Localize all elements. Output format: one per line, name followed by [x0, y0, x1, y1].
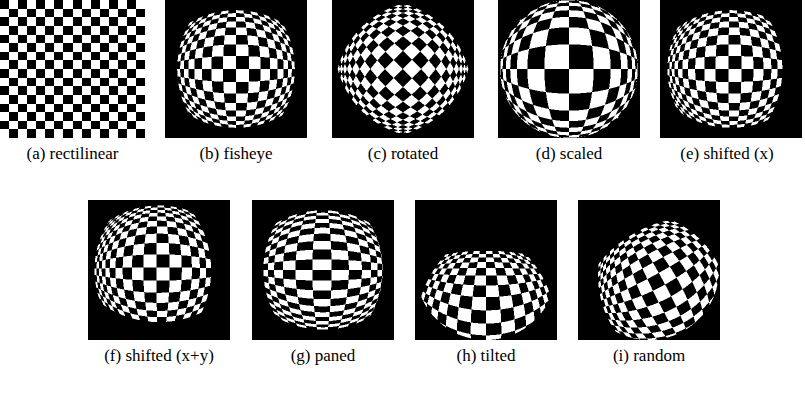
checkerboard-image [498, 0, 640, 138]
subfigure-caption: (a) rectilinear [0, 143, 149, 165]
checkerboard-image [165, 0, 307, 138]
subfigure-caption: (c) rotated [325, 143, 481, 165]
subfigure-caption: (b) fisheye [158, 143, 314, 165]
subfigure-caption: (h) tilted [408, 345, 564, 367]
checkerboard-image [415, 200, 557, 340]
checkerboard-image [332, 0, 474, 138]
checkerboard-image [252, 200, 394, 340]
subfigure-caption: (d) scaled [491, 143, 647, 165]
subfigure-caption: (g) paned [245, 345, 401, 367]
checkerboard-image [660, 0, 802, 138]
subfigure-caption: (i) random [571, 345, 727, 367]
subfigure-caption: (e) shifted (x) [652, 143, 802, 165]
checkerboard-image [0, 0, 145, 138]
checkerboard-image [578, 200, 720, 340]
checkerboard-image [88, 200, 230, 340]
subfigure-caption: (f) shifted (x+y) [80, 345, 238, 367]
